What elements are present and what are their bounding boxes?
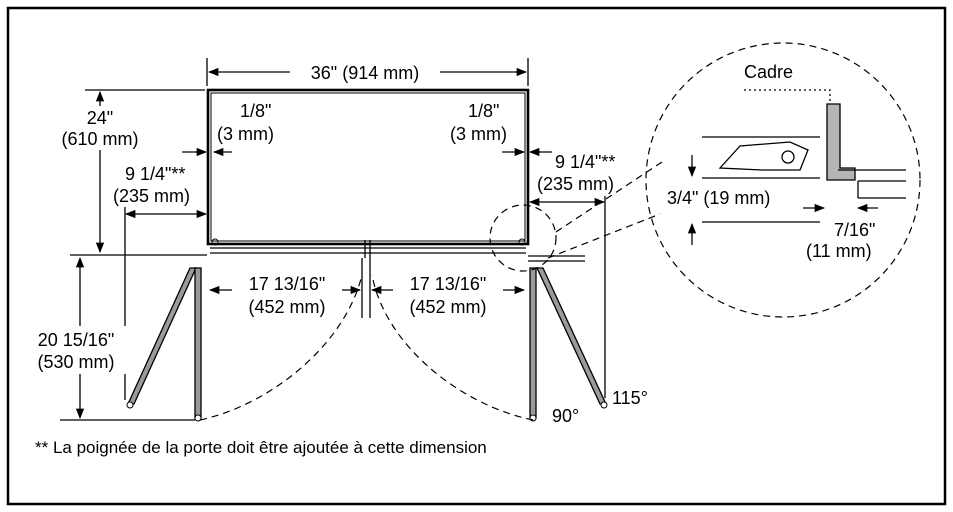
side-clearance-right-mm: (235 mm) bbox=[537, 174, 614, 194]
detail-zoom: Cadre 3/4" (19 mm) 7/16" (11 mm) bbox=[645, 42, 921, 318]
door-swing-mm: (530 mm) bbox=[37, 352, 114, 372]
depth-dimension: 24" (610 mm) bbox=[60, 89, 205, 254]
right-door-swing-arc bbox=[371, 274, 534, 421]
gap-right-inch: 1/8" bbox=[468, 101, 499, 121]
gap-right-mm: (3 mm) bbox=[450, 124, 507, 144]
door-width-right-mm: (452 mm) bbox=[409, 297, 486, 317]
left-door-open-90 bbox=[194, 267, 202, 422]
side-clearance-right-inch: 9 1/4"** bbox=[555, 152, 615, 172]
detail-source-circle bbox=[489, 204, 557, 272]
door-width-left-inch: 17 13/16" bbox=[249, 274, 325, 294]
side-clearance-left: 9 1/4"** (235 mm) bbox=[113, 164, 208, 400]
detail-leader-bottom bbox=[547, 213, 661, 259]
footnote: ** La poignée de la porte doit être ajou… bbox=[35, 438, 487, 457]
overall-width-label: 36" (914 mm) bbox=[311, 63, 419, 83]
offset-mm-label: (11 mm) bbox=[806, 241, 872, 261]
offset-inch-label: 7/16" bbox=[834, 220, 875, 240]
right-door-open-115 bbox=[535, 267, 608, 409]
gap-right: 1/8" (3 mm) bbox=[450, 101, 552, 157]
door-width-right: 17 13/16" (452 mm) bbox=[370, 270, 526, 318]
side-clearance-right: 9 1/4"** (235 mm) bbox=[528, 152, 615, 398]
side-clearance-left-inch: 9 1/4"** bbox=[125, 164, 185, 184]
refrigerator-body bbox=[206, 88, 530, 258]
thickness-label: 3/4" (19 mm) bbox=[667, 188, 770, 208]
left-door-open-115 bbox=[126, 267, 198, 409]
left-door-swing-arc bbox=[199, 274, 363, 421]
right-door-open-90 bbox=[529, 267, 537, 422]
side-clearance-left-mm: (235 mm) bbox=[113, 186, 190, 206]
angle-90-label: 90° bbox=[552, 406, 579, 426]
door-width-right-inch: 17 13/16" bbox=[410, 274, 486, 294]
door-width-left-mm: (452 mm) bbox=[248, 297, 325, 317]
gap-left: 1/8" (3 mm) bbox=[182, 101, 274, 157]
door-swing-inch: 20 15/16" bbox=[38, 330, 114, 350]
gap-left-mm: (3 mm) bbox=[217, 124, 274, 144]
door-width-left: 17 13/16" (452 mm) bbox=[208, 270, 362, 318]
depth-inch-label: 24" bbox=[87, 108, 113, 128]
angle-115-label: 115° bbox=[612, 388, 648, 408]
frame-profile bbox=[826, 103, 856, 181]
overall-width-dimension: 36" (914 mm) bbox=[206, 58, 529, 86]
frame-label: Cadre bbox=[744, 62, 793, 82]
door-swing-depth: 20 15/16" (530 mm) bbox=[22, 256, 195, 421]
depth-mm-label: (610 mm) bbox=[61, 129, 138, 149]
gap-left-inch: 1/8" bbox=[240, 101, 271, 121]
outer-border bbox=[6, 6, 947, 506]
